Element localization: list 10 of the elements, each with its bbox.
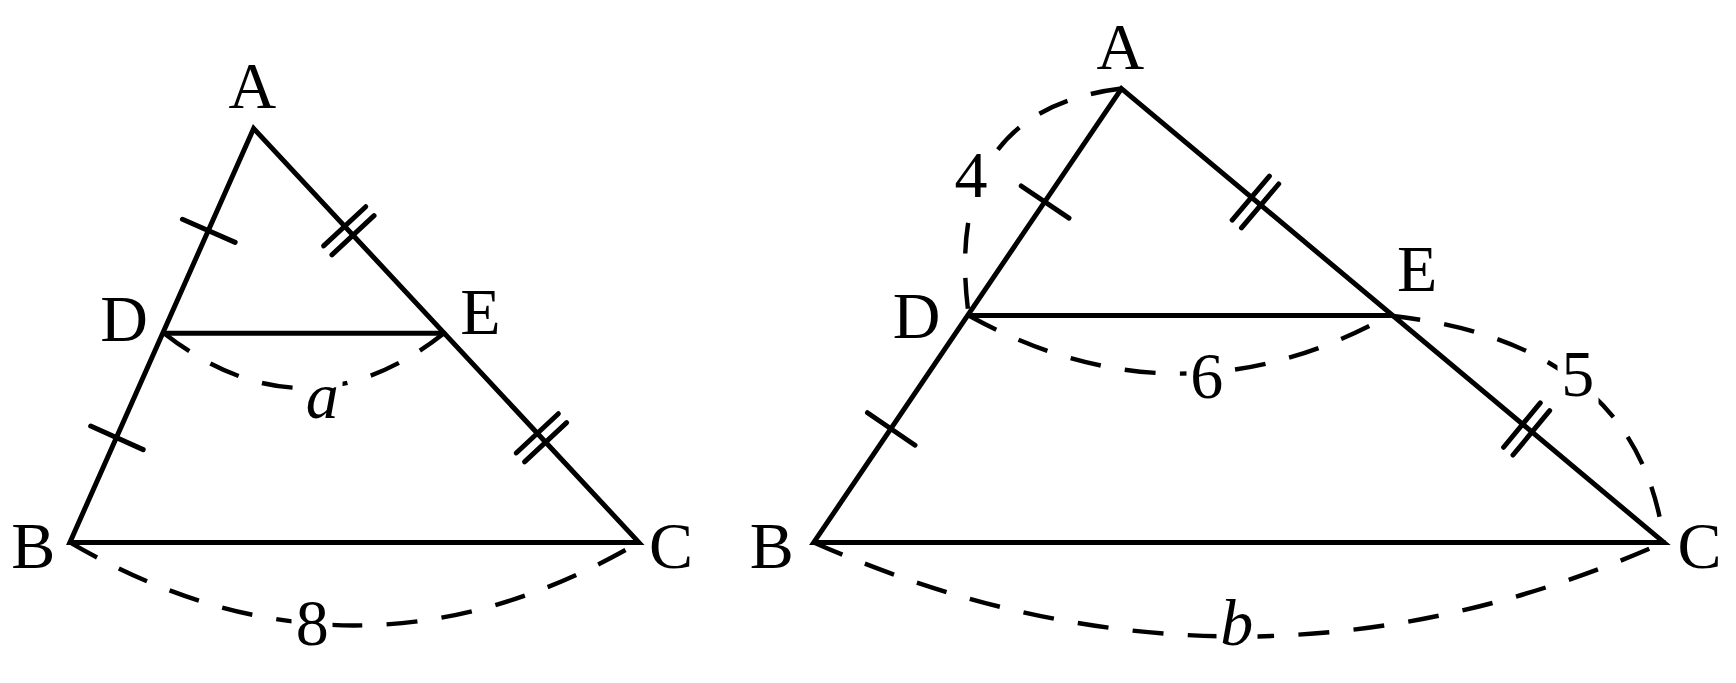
vertex-label: E: [1396, 236, 1439, 303]
vertex-label: C: [647, 512, 694, 579]
vertex-label: C: [1676, 512, 1723, 579]
vertex-label: D: [891, 282, 942, 349]
vertex-label: B: [748, 512, 795, 579]
vertex-label: A: [227, 53, 278, 120]
vertex-label: A: [1095, 13, 1146, 80]
vertex-label: D: [99, 285, 149, 352]
vertex-label: E: [459, 279, 502, 346]
vertex-label: B: [10, 512, 57, 579]
